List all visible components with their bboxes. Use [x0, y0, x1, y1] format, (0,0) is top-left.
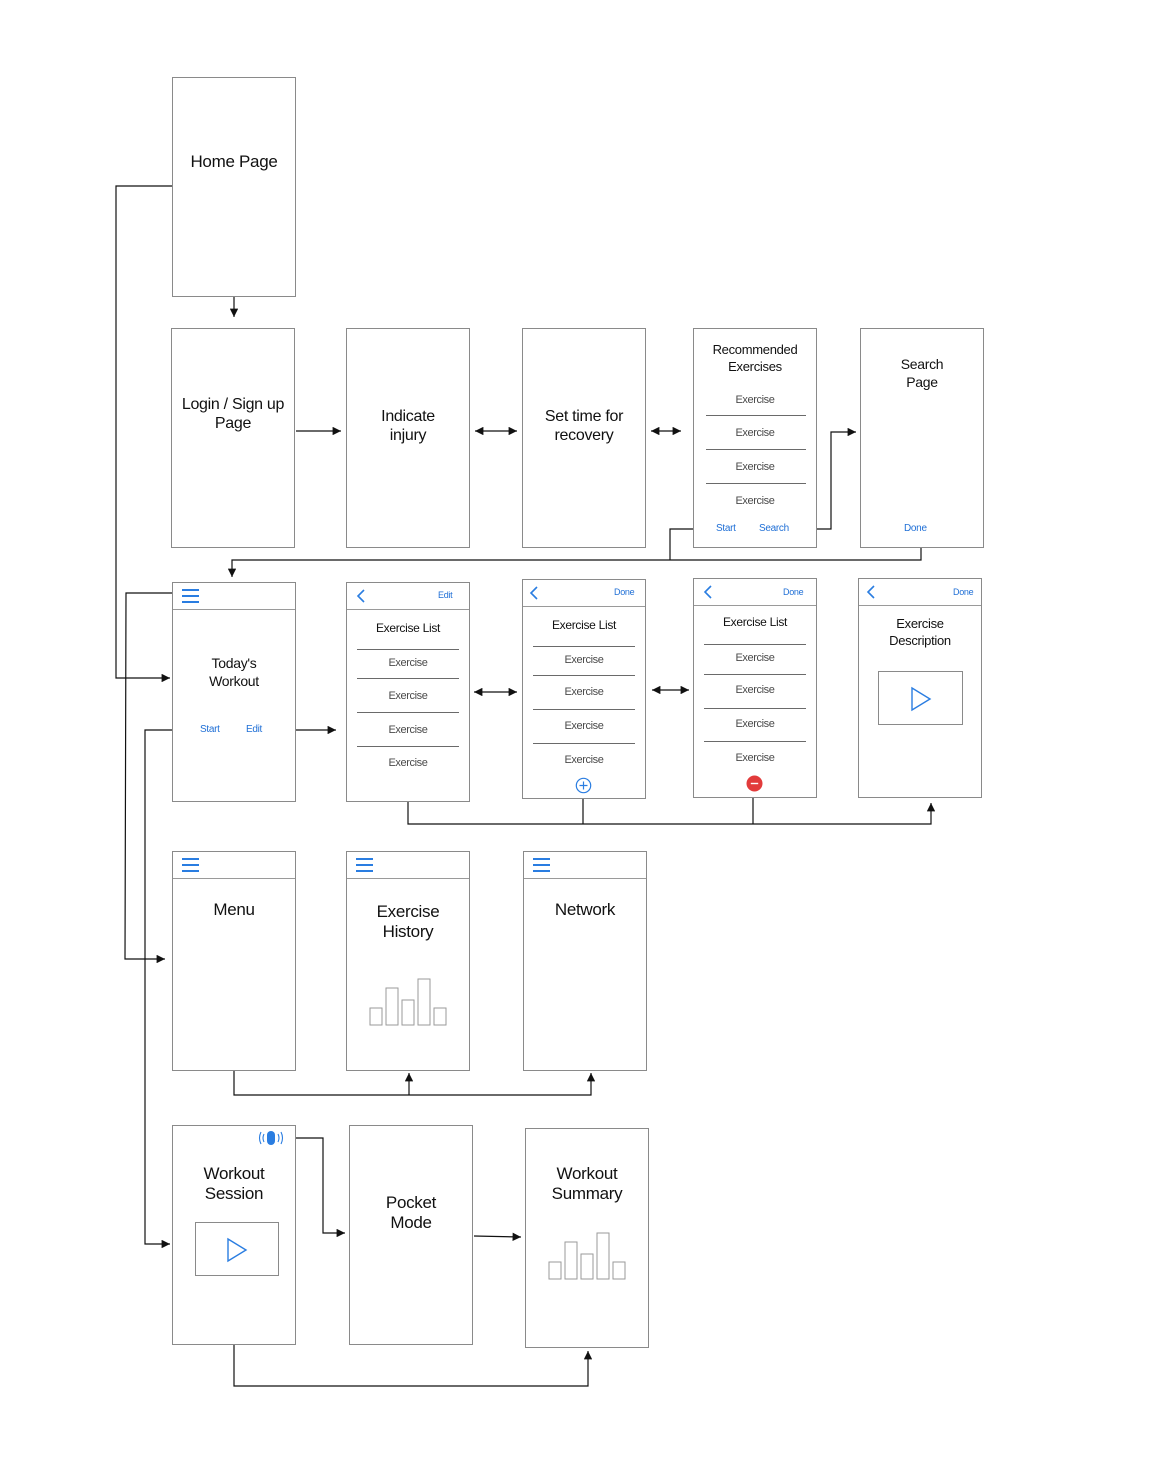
arrow-menu-to-history-network	[233, 1071, 596, 1096]
arrow-session-to-pocket	[282, 1137, 345, 1238]
list-item[interactable]: Exercise	[735, 652, 775, 664]
screen-title: Search Page	[900, 356, 944, 390]
screen-exercise-description: Done Exercise Description	[858, 578, 982, 798]
screen-title: Menu	[213, 900, 255, 919]
back-chevron-icon[interactable]	[866, 585, 876, 599]
back-chevron-icon[interactable]	[703, 585, 713, 599]
edit-button[interactable]: Edit	[438, 590, 453, 600]
list-item[interactable]: Exercise	[735, 394, 775, 406]
remove-circle-icon[interactable]	[746, 775, 763, 792]
arrow-start-to-session	[144, 729, 198, 1249]
screen-title: Network	[554, 900, 616, 919]
hamburger-menu-icon[interactable]	[533, 858, 550, 872]
screen-title: Login / Sign up Page	[181, 396, 285, 432]
screen-pocket-mode: Pocket Mode	[349, 1125, 473, 1345]
start-link[interactable]: Start	[200, 724, 220, 735]
screen-menu: Menu	[172, 851, 296, 1071]
edit-link[interactable]: Edit	[246, 724, 263, 735]
start-link[interactable]: Start	[716, 523, 736, 534]
screen-workout-session: Workout Session	[172, 1125, 296, 1345]
screen-title: Exercise Description	[889, 616, 951, 648]
back-chevron-icon[interactable]	[529, 586, 539, 600]
bar-chart-icon	[369, 978, 447, 1026]
video-player[interactable]	[878, 671, 963, 725]
screen-title: Recommended Exercises	[712, 342, 798, 374]
done-button[interactable]: Done	[783, 587, 804, 597]
arrow-home-to-today	[115, 185, 172, 683]
list-item[interactable]: Exercise	[735, 684, 775, 696]
add-circle-icon[interactable]	[575, 777, 592, 794]
arrow-session-to-summary	[233, 1345, 593, 1387]
list-item[interactable]: Exercise	[564, 686, 604, 698]
screen-home-page: Home Page	[172, 77, 296, 297]
list-item[interactable]: Exercise	[564, 720, 604, 732]
screen-todays-workout: Today's Workout Start Edit	[172, 582, 296, 802]
screen-recommended-exercises: Recommended Exercises Exercise Exercise …	[693, 328, 817, 548]
screen-set-recovery-time: Set time for recovery	[522, 328, 646, 548]
back-chevron-icon[interactable]	[356, 589, 366, 603]
screen-title: Exercise History	[376, 902, 440, 941]
screen-title: Workout Session	[203, 1164, 265, 1203]
done-button[interactable]: Done	[614, 587, 635, 597]
list-item[interactable]: Exercise	[735, 427, 775, 439]
screen-exercise-list-edit: Edit Exercise List Exercise Exercise Exe…	[346, 582, 470, 802]
list-item[interactable]: Exercise	[564, 754, 604, 766]
screen-search-page: Search Page Done	[860, 328, 984, 548]
screen-title: Exercise List	[722, 615, 788, 629]
screen-title: Pocket Mode	[385, 1193, 437, 1232]
list-item[interactable]: Exercise	[388, 724, 428, 736]
done-button[interactable]: Done	[953, 587, 974, 597]
screen-title: Today's Workout	[209, 655, 259, 689]
screen-indicate-injury: Indicate injury	[346, 328, 470, 548]
screen-title: Exercise List	[551, 618, 617, 632]
screen-title: Indicate injury	[381, 408, 435, 444]
screen-title: Workout Summary	[551, 1164, 623, 1203]
list-item[interactable]: Exercise	[388, 757, 428, 769]
hamburger-menu-icon[interactable]	[182, 858, 199, 872]
play-icon[interactable]	[909, 686, 933, 712]
screen-title: Set time for recovery	[544, 408, 624, 444]
arrow-lists-to-description	[407, 802, 936, 825]
list-item[interactable]: Exercise	[735, 718, 775, 730]
list-item[interactable]: Exercise	[735, 752, 775, 764]
screen-network: Network	[523, 851, 647, 1071]
done-button[interactable]: Done	[904, 523, 927, 534]
arrow-done-to-today	[227, 548, 922, 577]
hamburger-menu-icon[interactable]	[356, 858, 373, 872]
screen-title: Home Page	[190, 152, 278, 171]
screen-login-signup: Login / Sign up Page	[171, 328, 295, 548]
bar-chart-icon	[548, 1232, 626, 1280]
list-item[interactable]: Exercise	[735, 461, 775, 473]
screen-title: Exercise List	[375, 621, 441, 635]
play-icon[interactable]	[225, 1237, 249, 1263]
search-link[interactable]: Search	[759, 523, 789, 534]
screen-exercise-history: Exercise History	[346, 851, 470, 1071]
list-item[interactable]: Exercise	[735, 495, 775, 507]
video-player[interactable]	[195, 1222, 279, 1276]
screen-exercise-list-add: Done Exercise List Exercise Exercise Exe…	[522, 579, 646, 799]
screen-workout-summary: Workout Summary	[525, 1128, 649, 1348]
arrow-pocket-to-summary	[473, 1232, 522, 1242]
list-item[interactable]: Exercise	[388, 657, 428, 669]
list-item[interactable]: Exercise	[564, 654, 604, 666]
screen-exercise-list-remove: Done Exercise List Exercise Exercise Exe…	[693, 578, 817, 798]
vibrate-icon[interactable]	[257, 1130, 285, 1146]
hamburger-menu-icon[interactable]	[182, 589, 199, 603]
list-item[interactable]: Exercise	[388, 690, 428, 702]
